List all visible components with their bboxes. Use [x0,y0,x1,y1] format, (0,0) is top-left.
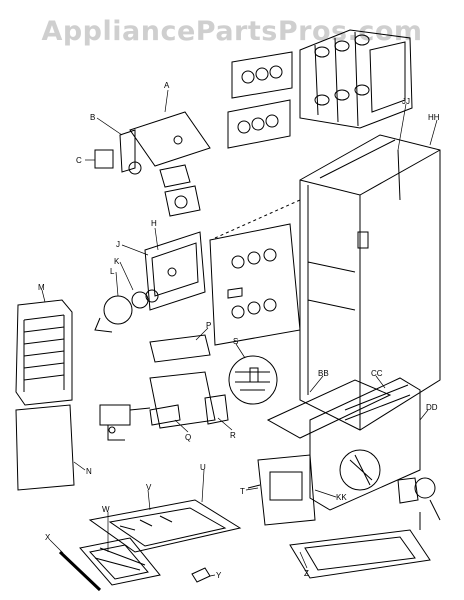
part-label-H: H [151,219,157,228]
part-label-Y: Y [216,571,222,580]
manifold [149,334,229,429]
part-label-K: K [114,257,120,266]
part-label-T: T [240,487,245,496]
part-label-JJ: JJ [402,97,410,106]
heat-exchanger [299,29,413,129]
part-label-W: W [102,505,110,514]
part-label-M: M [38,283,45,292]
part-label-HH: HH [428,113,440,122]
part-label-C: C [76,156,82,165]
part-label-X: X [45,533,51,542]
filter-clip [191,567,211,583]
part-label-U: U [200,463,206,472]
cabinet [299,134,441,431]
inducer-motor [94,289,159,333]
part-label-L: L [110,267,115,276]
lower-door [15,404,75,491]
part-label-Z: Z [304,569,309,578]
part-label-P: P [206,321,211,330]
leader-lines [41,89,438,577]
filter-rod [58,550,102,592]
gas-valve [99,404,151,441]
burner-panel [209,223,301,346]
part-labels: A B C H J K L M N P Q R S T U V W X Y Z … [38,81,440,580]
detail-magnifier [228,355,278,405]
part-label-J: J [116,240,120,249]
part-label-R: R [230,431,236,440]
bottom-pan [289,512,431,579]
part-label-Q: Q [185,433,191,442]
blower-motor [397,477,441,521]
upper-door [15,299,73,406]
blower-assembly [266,377,421,511]
gasket-plates [227,51,293,149]
filter-rack [79,499,242,586]
part-label-B: B [90,113,95,122]
part-label-V: V [146,483,152,492]
part-label-KK: KK [336,493,347,502]
part-label-CC: CC [371,369,383,378]
control-board [247,454,316,526]
part-label-A: A [164,81,170,90]
top-bracket-assembly [94,111,211,217]
assembly-guide-line [214,199,301,239]
part-label-DD: DD [426,403,438,412]
part-label-S: S [233,337,238,346]
burner-tray [144,231,206,311]
part-label-N: N [86,467,92,476]
part-label-BB: BB [318,369,329,378]
